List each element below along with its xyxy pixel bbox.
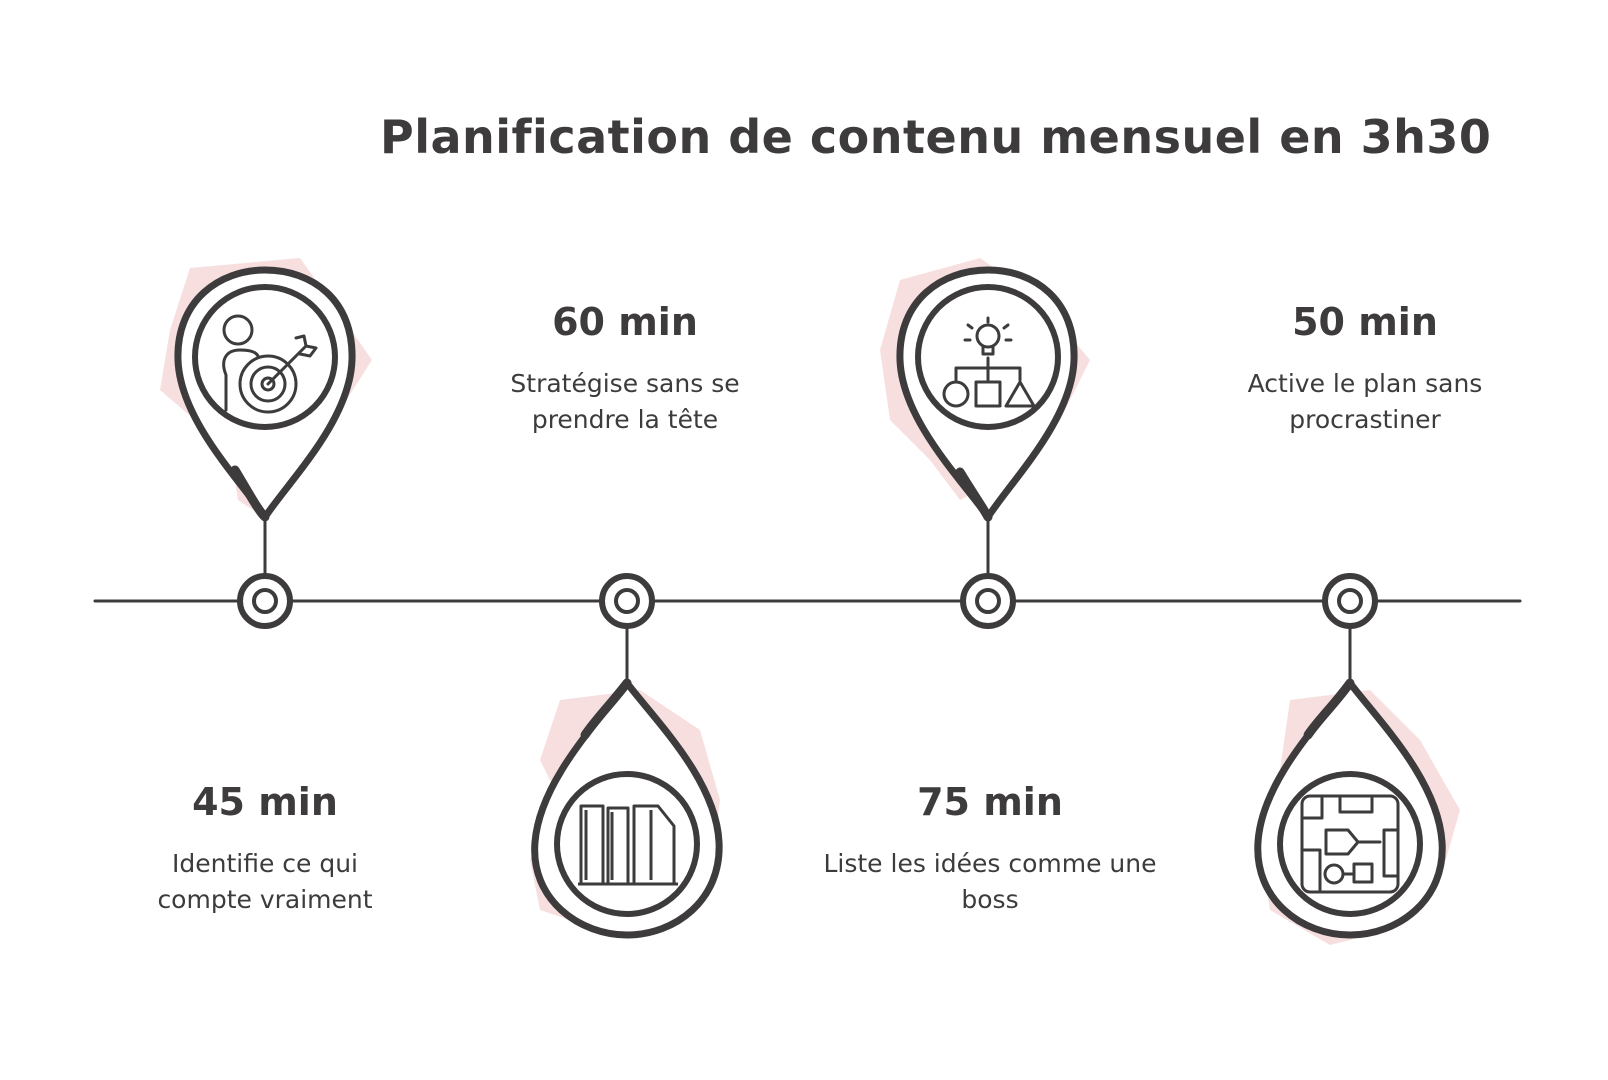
step-4-description: Active le plan sans procrastiner	[1247, 369, 1483, 434]
step-4-duration: 50 min	[1292, 300, 1438, 344]
step-2-marker	[530, 627, 723, 939]
step-3-text: 75 min Liste les idées comme une boss	[820, 780, 1160, 918]
step-2-text: 60 min Stratégise sans se prendre la têt…	[480, 300, 770, 438]
step-1-duration: 45 min	[192, 780, 338, 824]
target-person-icon	[222, 314, 318, 414]
step-3-description: Liste les idées comme une boss	[823, 849, 1157, 914]
step-2-node	[599, 573, 655, 629]
timeline-line	[93, 598, 1522, 603]
step-1-text: 45 min Identifie ce qui compte vraiment	[130, 780, 400, 918]
step-3-duration: 75 min	[917, 780, 1063, 824]
step-4-node	[1322, 573, 1378, 629]
books-icon	[578, 804, 678, 886]
step-1-node	[237, 573, 293, 629]
idea-diagram-icon	[942, 316, 1036, 408]
step-2-duration: 60 min	[552, 300, 698, 344]
flowchart-icon	[1300, 794, 1400, 894]
step-2-description: Stratégise sans se prendre la tête	[510, 369, 740, 434]
step-1-marker	[160, 258, 372, 574]
step-1-description: Identifie ce qui compte vraiment	[157, 849, 373, 914]
step-4-text: 50 min Active le plan sans procrastiner	[1215, 300, 1515, 438]
step-3-node	[960, 573, 1016, 629]
step-4-marker	[1254, 627, 1460, 945]
page-title: Planification de contenu mensuel en 3h30	[380, 110, 1492, 164]
step-3-marker	[880, 258, 1090, 574]
